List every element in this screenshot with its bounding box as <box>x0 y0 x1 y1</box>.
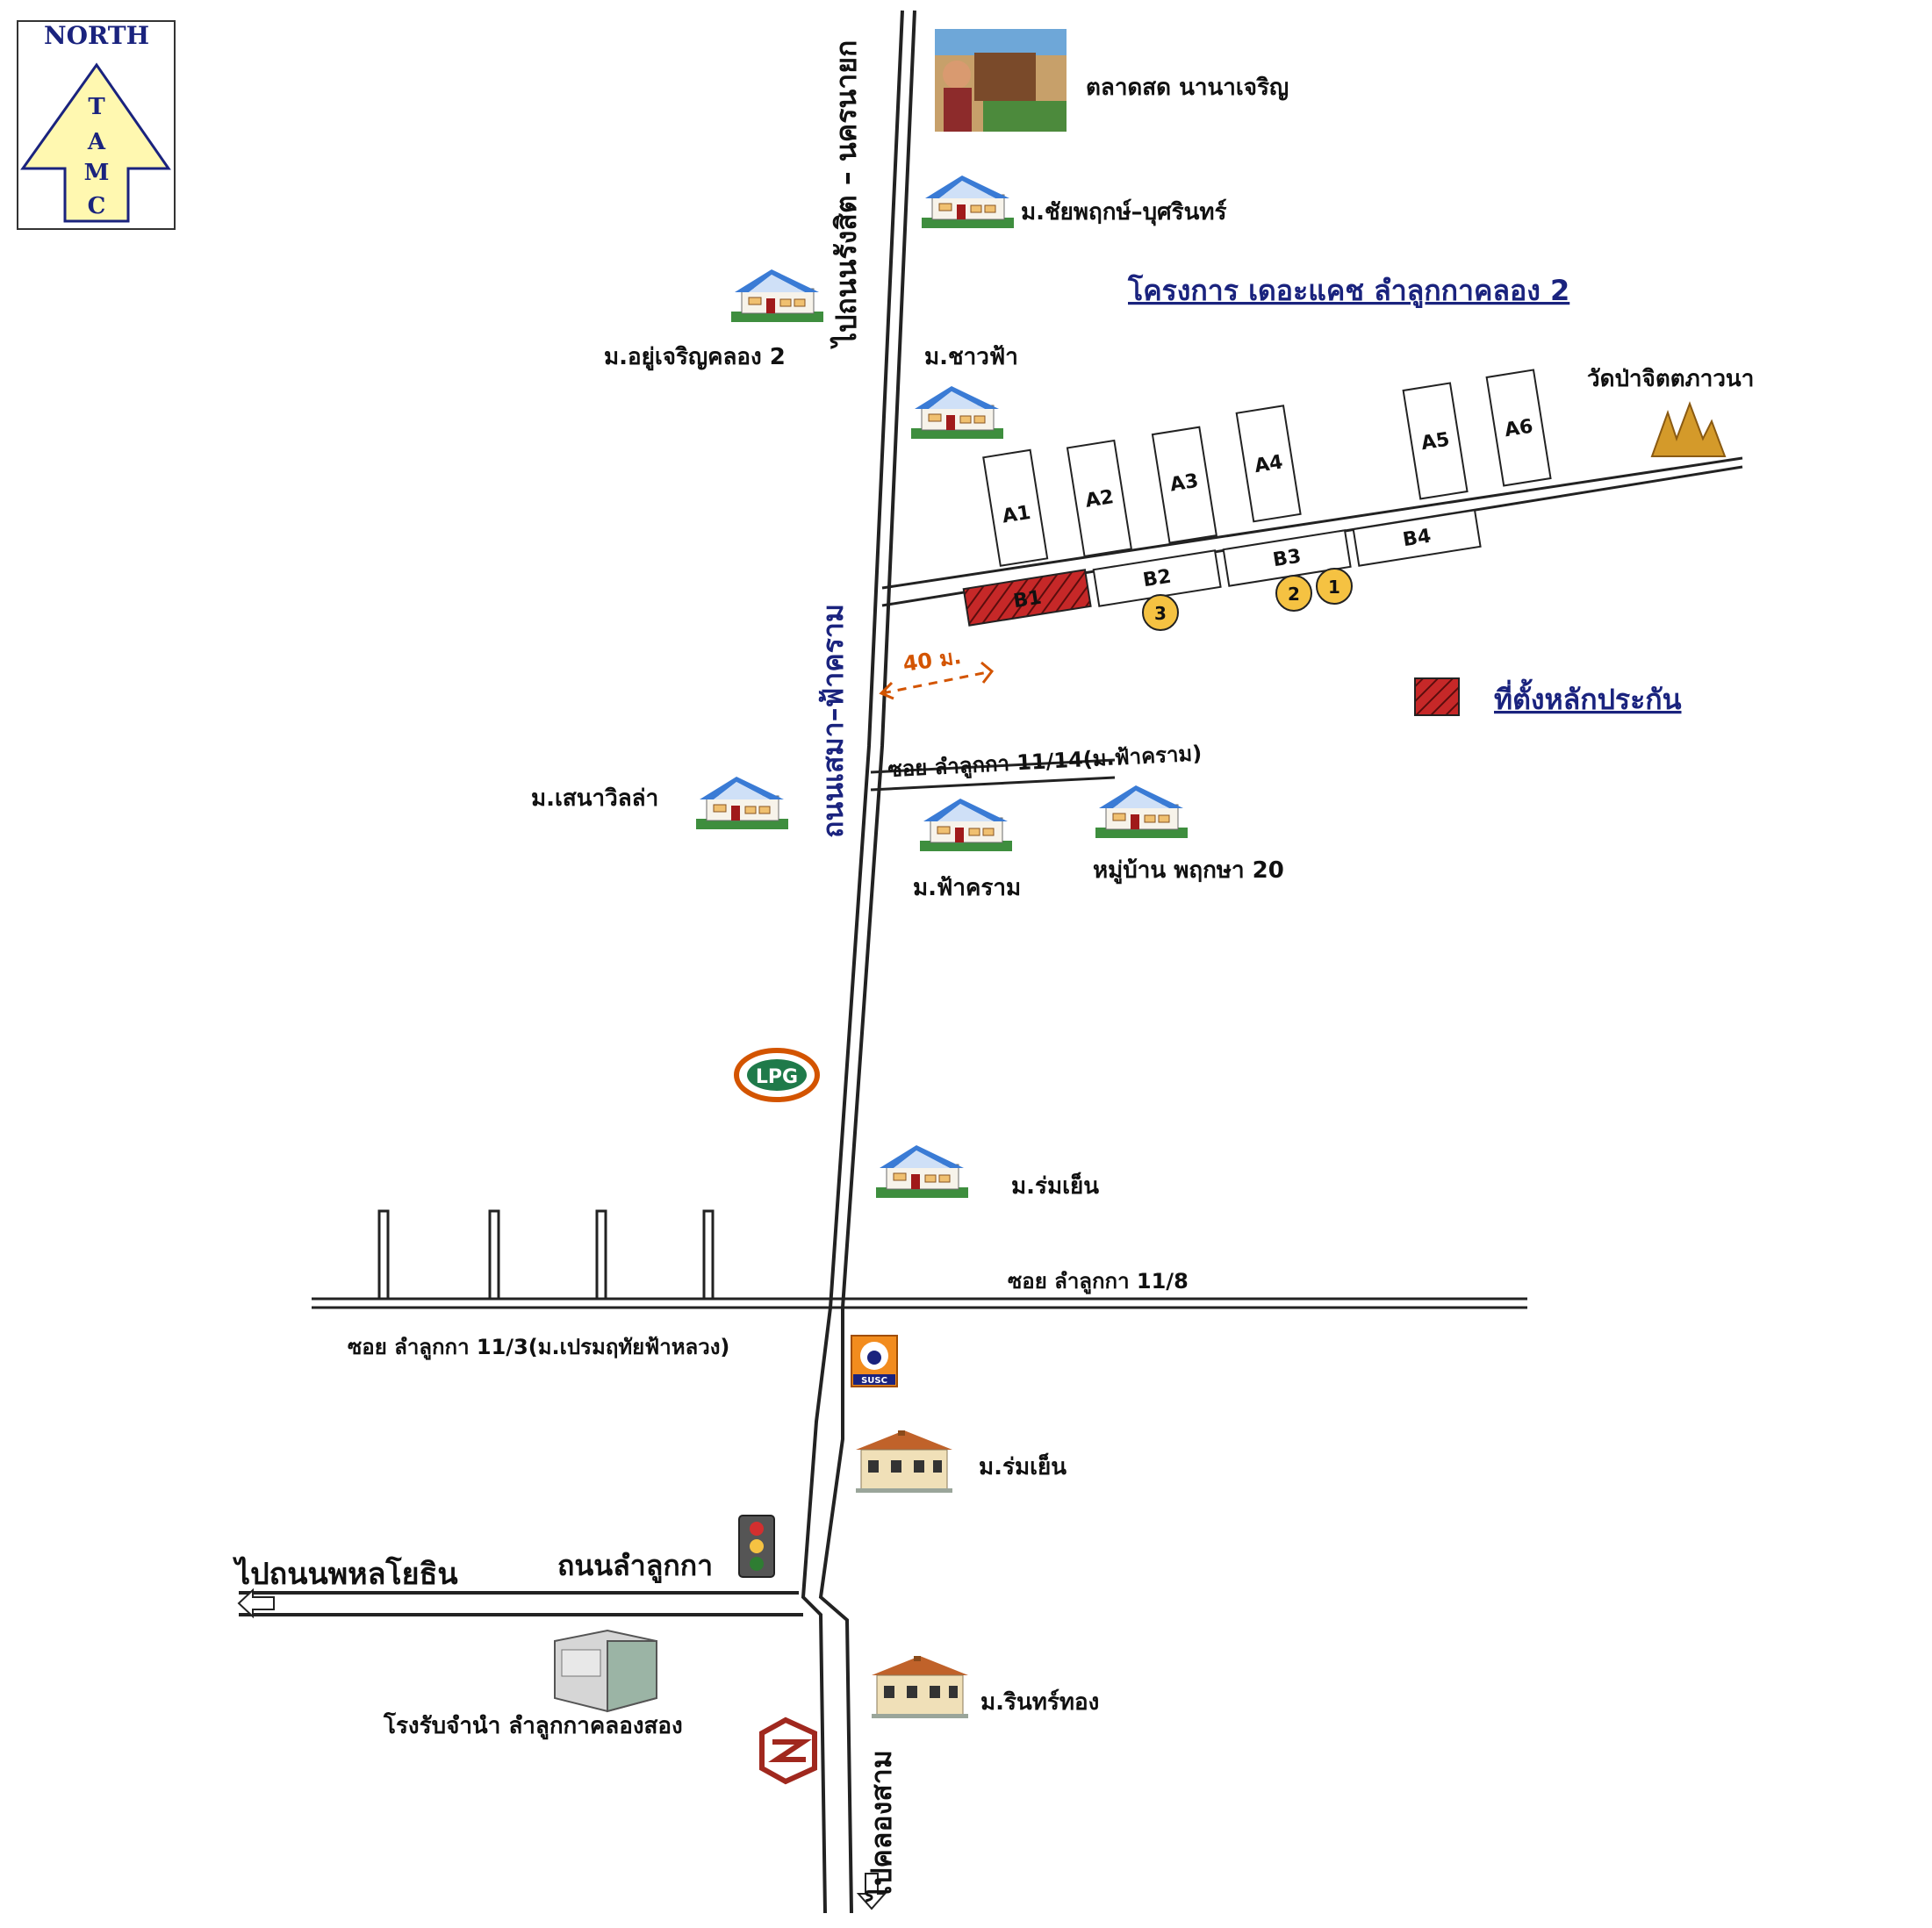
marker-label-3: 3 <box>1154 603 1167 624</box>
plot-label-b1: B1 <box>1012 587 1044 613</box>
legend-swatch <box>1414 677 1460 716</box>
plot-a2: A2 <box>1066 439 1133 558</box>
plots: A1 A2 A3 A4 A5 A6 B1 B2 <box>962 369 1552 627</box>
side-soi-2 <box>488 1209 500 1299</box>
plot-b1-collateral: B1 <box>962 569 1092 627</box>
label-market: ตลาดสด นานาเจริญ <box>1086 75 1289 101</box>
road-label-khlong3: ไปคลองสาม <box>865 1750 898 1903</box>
house-icon-pruksa20 <box>1095 785 1189 839</box>
side-soi-4 <box>702 1209 715 1299</box>
plot-a3: A3 <box>1151 426 1217 544</box>
label-chaipruek: ม.ชัยพฤกษ์–บุศรินทร์ <box>1021 198 1227 226</box>
legend: ที่ตั้งหลักประกัน <box>1414 677 1682 716</box>
project-title: โครงการ เดอะแคช ลำลูกกาคลอง 2 <box>1127 274 1569 309</box>
house-icon-yucharoen <box>730 269 824 323</box>
main-road-right-edge <box>818 10 916 1914</box>
road-label-soi-11-3: ซอย ลำลูกกา 11/3(ม.เปรมฤทัยฟ้าหลวง) <box>348 1335 729 1360</box>
plot-a1: A1 <box>982 448 1049 567</box>
plot-a6: A6 <box>1485 369 1552 487</box>
label-temple: วัดป่าจิตตภาวนา <box>1587 366 1754 392</box>
label-pawnshop: โรงรับจำนำ ลำลูกกาคลองสอง <box>383 1711 683 1740</box>
shop-logo-icon <box>759 1717 817 1785</box>
road-label-soi-11-8: ซอย ลำลูกกา 11/8 <box>1008 1269 1189 1294</box>
plot-label-a3: A3 <box>1168 470 1200 497</box>
label-rinthong: ม.รินทร์ทอง <box>980 1688 1099 1716</box>
plot-a4: A4 <box>1235 405 1302 523</box>
house-icon-senavilla <box>695 776 789 830</box>
compass-letter-c: C <box>88 193 106 219</box>
road-label-soi-11-14: ซอย ลำลูกกา 11/14(ม.ฟ้าคราม) <box>887 741 1203 783</box>
house-icon-rinthong <box>871 1655 969 1719</box>
traffic-light-icon <box>738 1515 775 1578</box>
plot-a5: A5 <box>1402 382 1469 500</box>
label-romyen-1: ม.ร่มเย็น <box>1011 1172 1099 1200</box>
label-yucharoen: ม.อยู่เจริญคลอง 2 <box>604 344 786 371</box>
distance-label: 40 ม. <box>901 644 963 677</box>
house-icon-fakhram <box>919 798 1013 852</box>
side-soi-3 <box>595 1209 607 1299</box>
market-icon <box>935 29 1067 132</box>
lpg-label: LPG <box>756 1066 798 1088</box>
project-road <box>881 456 1743 590</box>
plot-label-a5: A5 <box>1419 429 1451 455</box>
distance-indicator: 40 ม. <box>879 644 995 700</box>
label-chaofa: ม.ชาวฟ้า <box>924 344 1018 370</box>
plot-label-a6: A6 <box>1503 416 1534 442</box>
legend-label: ที่ตั้งหลักประกัน <box>1494 678 1682 716</box>
compass-north-label: NORTH <box>44 21 149 50</box>
house-icon-chaipruek <box>921 175 1015 229</box>
south-arrow-icon <box>856 1873 887 1910</box>
marker-3: 3 <box>1142 594 1179 631</box>
plot-label-a4: A4 <box>1253 451 1284 477</box>
road-label-sema-fakhram: ถนนเสมา–ฟ้าคราม <box>816 604 850 838</box>
compass-letter-a: A <box>87 129 106 155</box>
susco-label: SUSC <box>861 1376 887 1386</box>
side-soi-1 <box>377 1209 390 1299</box>
temple-icon <box>1650 401 1727 457</box>
plot-label-b3: B3 <box>1271 546 1303 572</box>
plot-label-b4: B4 <box>1401 526 1433 552</box>
label-senavilla: ม.เสนาวิลล่า <box>531 785 658 812</box>
compass-letter-t: T <box>88 94 105 120</box>
plot-label-a1: A1 <box>1001 502 1032 528</box>
susco-station-icon: SUSC <box>851 1335 898 1387</box>
marker-2: 2 <box>1275 575 1312 612</box>
west-arrow-icon <box>237 1588 275 1619</box>
compass-letter-m: M <box>84 160 110 186</box>
plot-b3: B3 <box>1222 529 1352 587</box>
marker-label-2: 2 <box>1288 584 1300 605</box>
label-romyen-2: ม.ร่มเย็น <box>979 1452 1067 1480</box>
marker-label-1: 1 <box>1328 577 1340 598</box>
plot-label-b2: B2 <box>1141 566 1173 592</box>
north-arrow-icon <box>20 62 171 223</box>
main-road-left-edge <box>801 10 904 1914</box>
road-label-rangsit: ไปถนนรังสิต – นครนายก <box>830 40 863 349</box>
road-label-phahon: ไปถนนพหลโยธิน <box>233 1556 458 1592</box>
label-fakhram: ม.ฟ้าคราม <box>913 875 1021 901</box>
plot-label-a2: A2 <box>1084 486 1116 512</box>
marker-1: 1 <box>1316 568 1353 605</box>
plot-b4: B4 <box>1352 509 1482 567</box>
house-icon-chaofa <box>910 385 1004 440</box>
north-compass: NORTH T A M C <box>17 20 176 230</box>
road-label-lamlukka: ถนนลำลูกกา <box>557 1549 713 1584</box>
house-icon-romyen-2 <box>855 1430 953 1494</box>
label-pruksa20: หมู่บ้าน พฤกษา 20 <box>1093 857 1284 885</box>
soi-11-14-road <box>870 776 1116 792</box>
pawnshop-building-icon <box>554 1629 657 1713</box>
plot-b2: B2 <box>1092 549 1222 607</box>
lpg-icon: LPG <box>734 1048 820 1102</box>
house-icon-romyen-1 <box>875 1144 969 1199</box>
